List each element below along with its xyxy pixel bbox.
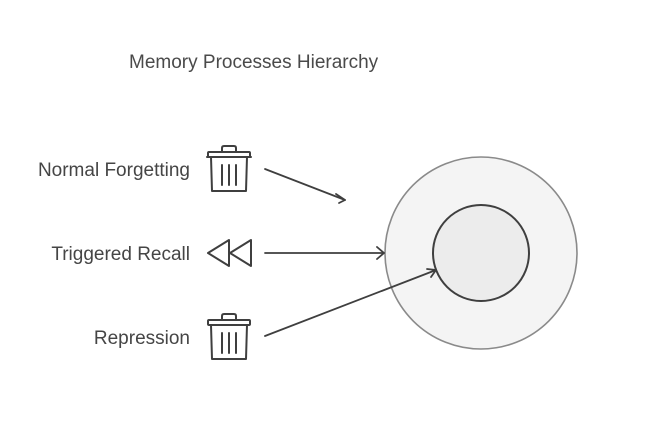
arrow-repression <box>264 268 437 337</box>
item-repression: Repression <box>94 268 437 360</box>
item-triggered-recall: Triggered Recall <box>51 239 385 267</box>
item-label-triggered-recall: Triggered Recall <box>51 244 190 265</box>
inner-circle <box>432 204 530 302</box>
item-label-normal-forgetting: Normal Forgetting <box>38 160 190 181</box>
target-circles <box>384 156 578 350</box>
item-normal-forgetting: Normal Forgetting <box>38 145 346 204</box>
trash-icon <box>206 145 252 192</box>
arrow-triggered-recall <box>264 246 385 260</box>
rewind-icon <box>207 239 252 267</box>
item-label-repression: Repression <box>94 328 190 349</box>
trash-icon <box>207 313 251 360</box>
diagram-title: Memory Processes Hierarchy <box>129 52 379 73</box>
arrow-normal-forgetting <box>264 168 346 204</box>
